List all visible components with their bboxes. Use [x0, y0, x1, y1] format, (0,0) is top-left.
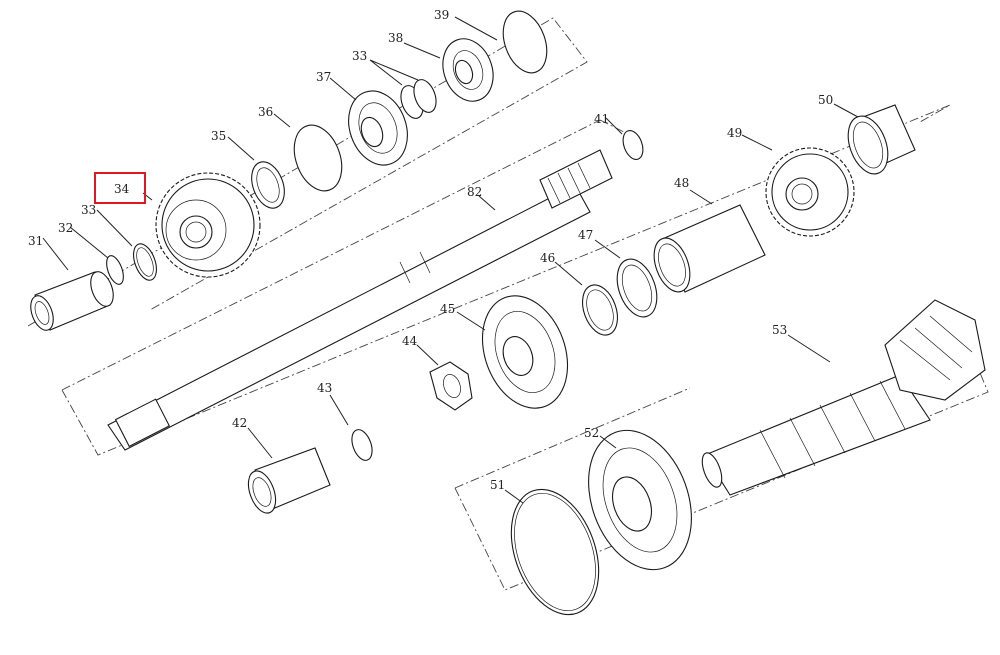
label-31: 31 [28, 234, 43, 248]
label-33-upper: 33 [352, 49, 367, 63]
part-52-bearing [588, 429, 692, 571]
part-50-bearing-race [847, 104, 916, 175]
label-50: 50 [818, 93, 833, 107]
label-34: 34 [114, 182, 130, 196]
group-boundary-upper [27, 17, 588, 327]
label-48: 48 [674, 176, 689, 190]
part-31-bushing [30, 271, 114, 331]
part-34-gear [155, 172, 261, 278]
part-labels: 31 32 33 34 35 36 37 33 38 39 82 41 42 4… [28, 8, 833, 492]
label-39: 39 [434, 8, 449, 22]
label-46: 46 [540, 251, 555, 265]
label-45: 45 [440, 302, 455, 316]
label-35: 35 [211, 129, 226, 143]
part-36-circlip [293, 124, 343, 192]
part-35-ring [251, 161, 285, 209]
part-37-bearing [348, 90, 408, 166]
part-47-ring [616, 258, 658, 318]
label-43: 43 [317, 381, 332, 395]
part-44-hex-nut [429, 361, 473, 411]
part-43-circlip [351, 429, 373, 461]
label-38: 38 [388, 31, 403, 45]
label-41: 41 [594, 112, 609, 126]
part-38-bearing [442, 38, 494, 102]
label-44: 44 [402, 334, 418, 348]
part-49-gear [765, 147, 855, 237]
part-46-ring [581, 284, 619, 336]
leader-lines [42, 16, 859, 504]
highlight-box-34 [94, 172, 146, 204]
part-41-circlip [622, 130, 644, 160]
label-37: 37 [316, 70, 331, 84]
label-47: 47 [578, 228, 593, 242]
part-53-pinion-shaft [701, 299, 986, 496]
part-45-bearing [481, 295, 569, 409]
part-33-snap-ring-upper [400, 79, 437, 119]
label-49: 49 [727, 126, 742, 140]
part-82-shaft [107, 149, 613, 451]
part-51-ring [510, 488, 600, 616]
part-33-snap-ring-lower [133, 243, 157, 281]
label-51: 51 [490, 478, 505, 492]
label-82: 82 [467, 185, 482, 199]
part-39-circlip [502, 10, 548, 74]
label-32: 32 [58, 221, 73, 235]
part-42-bushing [247, 447, 331, 514]
label-52: 52 [584, 426, 599, 440]
part-48-sleeve [653, 204, 766, 293]
label-36: 36 [258, 105, 273, 119]
label-42: 42 [232, 416, 247, 430]
label-33-lower: 33 [81, 203, 96, 217]
part-32-circlip [106, 255, 124, 285]
label-53: 53 [772, 323, 787, 337]
